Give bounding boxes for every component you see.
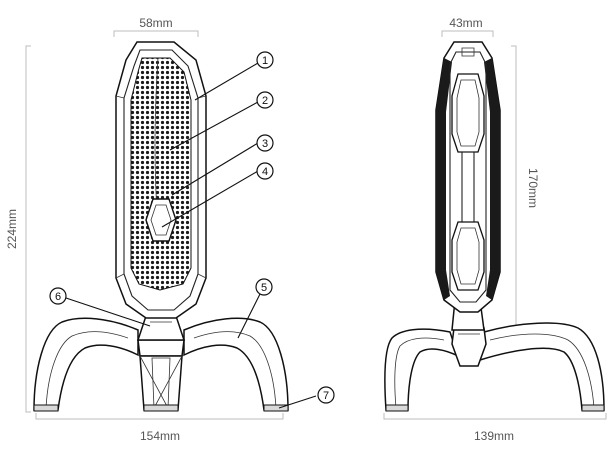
svg-text:4: 4 bbox=[262, 166, 268, 178]
callout-7: 7 bbox=[317, 386, 335, 404]
svg-text:3: 3 bbox=[262, 138, 268, 150]
front-base-width-label: 154mm bbox=[140, 429, 180, 443]
front-view: 58mm 224mm 154mm bbox=[5, 16, 335, 443]
callout-1: 1 bbox=[256, 51, 274, 69]
callout-4: 4 bbox=[256, 162, 274, 180]
side-base-dimension: 139mm bbox=[383, 413, 607, 443]
callout-2: 2 bbox=[256, 91, 274, 109]
svg-text:5: 5 bbox=[261, 282, 267, 294]
svg-text:6: 6 bbox=[55, 291, 61, 303]
callout-3: 3 bbox=[256, 134, 274, 152]
side-base bbox=[384, 322, 605, 412]
side-height-label: 170mm bbox=[526, 168, 540, 208]
side-width-label: 43mm bbox=[449, 16, 482, 30]
callout-6: 6 bbox=[49, 287, 67, 305]
side-width-dimension: 43mm bbox=[441, 16, 494, 37]
svg-text:7: 7 bbox=[323, 390, 329, 402]
front-height-dimension: 224mm bbox=[5, 45, 31, 413]
side-view: 43mm 170mm 139mm bbox=[383, 16, 607, 443]
front-base-dimension: 154mm bbox=[35, 413, 284, 443]
front-height-label: 224mm bbox=[5, 209, 19, 249]
side-base-width-label: 139mm bbox=[474, 429, 514, 443]
front-width-dimension: 58mm bbox=[113, 16, 199, 37]
callout-5: 5 bbox=[255, 278, 273, 296]
svg-text:1: 1 bbox=[262, 55, 268, 67]
front-mic-body bbox=[115, 41, 207, 319]
front-leaders bbox=[65, 62, 317, 409]
svg-text:2: 2 bbox=[262, 95, 268, 107]
side-height-dimension: 170mm bbox=[511, 45, 540, 327]
front-width-label: 58mm bbox=[139, 16, 172, 30]
side-mic-body bbox=[435, 41, 501, 313]
front-neck bbox=[136, 315, 186, 341]
front-base bbox=[33, 317, 289, 412]
